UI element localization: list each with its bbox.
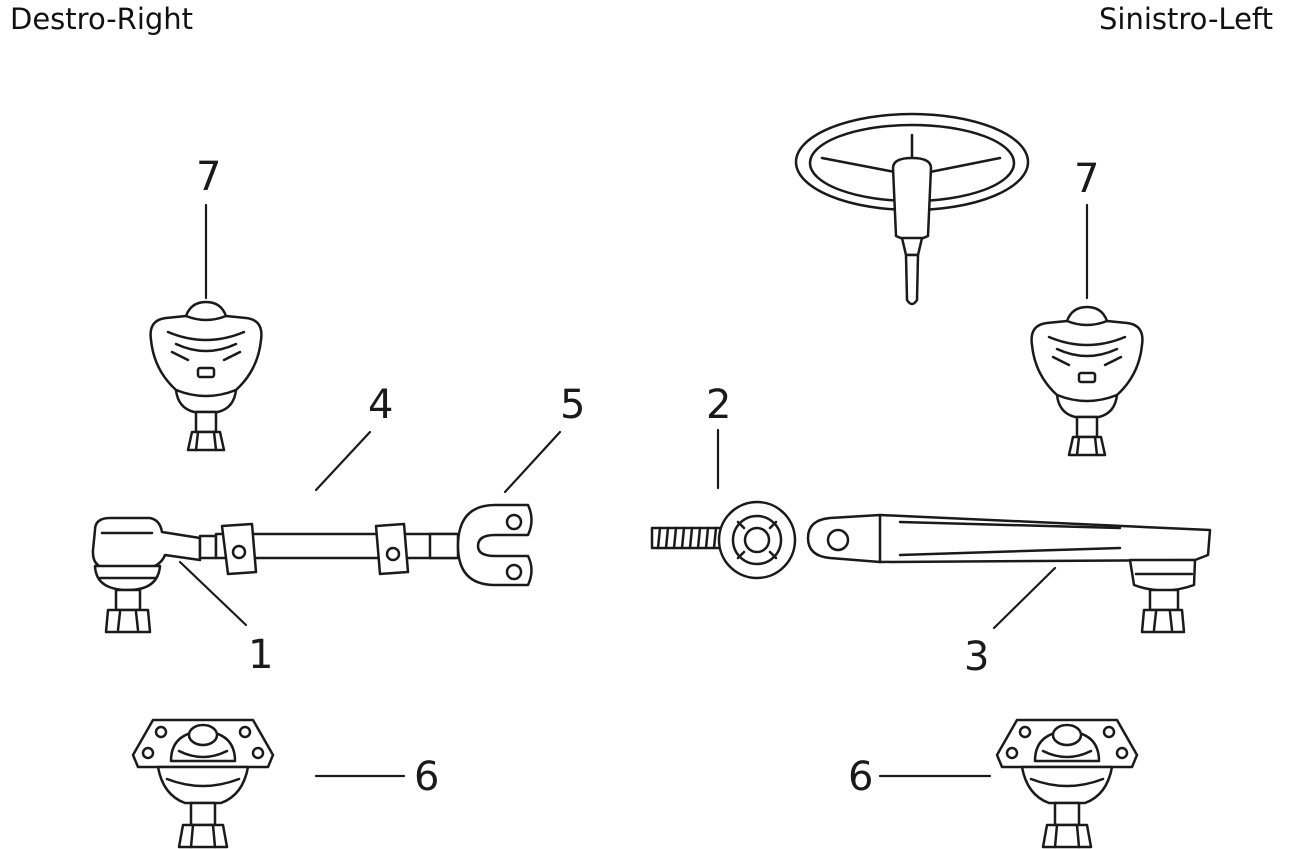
fixed-tie-rod [806, 513, 1212, 634]
adjustable-tie-rod-assembly [91, 503, 533, 634]
lower-ball-joint-left [995, 718, 1139, 849]
steering-wheel-part [794, 112, 1030, 306]
header-left-side-label: Sinistro-Left [1099, 2, 1273, 36]
threaded-rod-end [650, 500, 797, 580]
callout-1: 1 [248, 632, 273, 678]
callout-5: 5 [560, 382, 585, 428]
callout-3: 3 [964, 634, 989, 680]
callout-4: 4 [368, 382, 393, 428]
upper-ball-joint-right [149, 300, 263, 452]
upper-ball-joint-left [1030, 305, 1144, 457]
lower-ball-joint-right [131, 718, 275, 849]
callout-2: 2 [706, 382, 731, 428]
callout-6-right: 6 [414, 754, 439, 800]
callout-6-left: 6 [848, 754, 873, 800]
callout-7-right: 7 [196, 154, 221, 200]
header-right-side-label: Destro-Right [10, 2, 194, 36]
callout-7-left: 7 [1074, 156, 1099, 202]
leader-lines [178, 203, 1089, 778]
